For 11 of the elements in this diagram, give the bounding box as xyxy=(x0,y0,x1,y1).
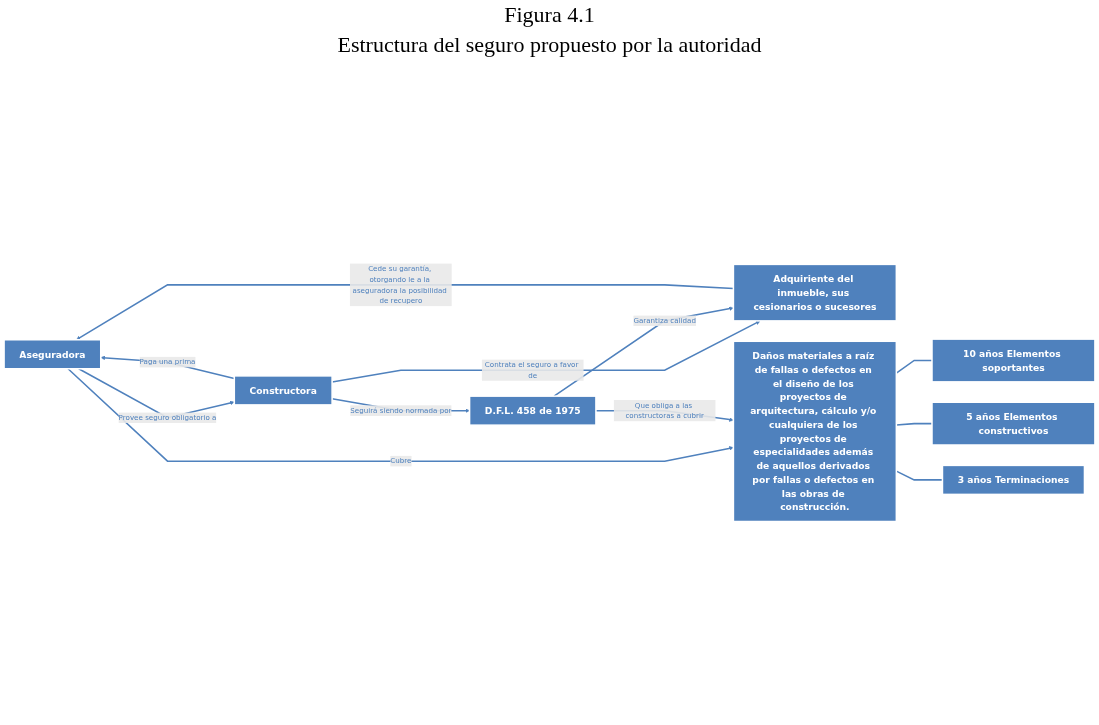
node-box: Constructora xyxy=(233,375,333,406)
node-box: Adquiriente del inmueble, sus cesionarios o sucesores xyxy=(732,263,898,322)
node-box: 10 años Elementos soportantes xyxy=(931,338,1096,383)
node-box: 5 años Elementos constructivos xyxy=(931,401,1096,446)
figure-caption: Estructura del seguro propuesto por la autoridad xyxy=(337,32,762,58)
node-box: D.F.L. 458 de 1975 xyxy=(468,395,597,426)
node-box: 3 años Terminaciones xyxy=(941,464,1086,496)
arrow xyxy=(553,306,734,397)
node-box: Aseguradora xyxy=(3,338,102,370)
node-box: Daños materiales a raíz de fallas o defectos en el diseño de los proyectos de arquitectura, cálculo y/o cualquiera de los proyectos de especialidades además de aquellos derivados por fallas o defectos en las obras de construcción. xyxy=(732,340,898,523)
figure-title: Figura 4.1 xyxy=(504,2,595,28)
